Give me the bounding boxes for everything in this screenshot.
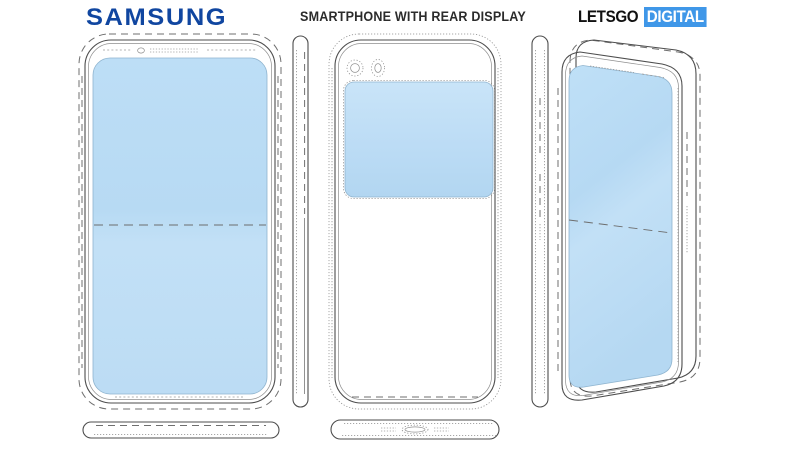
page-title: SMARTPHONE WITH REAR DISPLAY <box>300 9 526 24</box>
front-camera-icon <box>137 47 145 54</box>
left-edge-view <box>286 28 316 418</box>
perspective-front-body <box>561 51 683 401</box>
rear-display-dashed-edge <box>343 80 495 199</box>
rear-edge-outline <box>330 419 500 440</box>
watermark-letsgo-text: LETSGO <box>578 8 639 26</box>
front-body-inner-outline <box>88 43 272 400</box>
samsung-logo: SAMSUNG <box>86 4 228 31</box>
front-bottom-edge-view <box>70 414 295 446</box>
header: SAMSUNG SMARTPHONE WITH REAR DISPLAY LET… <box>0 0 800 36</box>
bottom-speaker-grille-right <box>434 427 449 432</box>
left-edge-outline <box>292 35 309 408</box>
perspective-claim-boundary <box>569 39 701 397</box>
front-display-panel <box>92 57 268 395</box>
rear-view <box>324 28 506 418</box>
bottom-speaker-grille-left <box>381 427 396 432</box>
front-top-sensor-row <box>103 47 256 54</box>
usb-c-port-icon <box>401 424 429 435</box>
perspective-fold-line <box>568 219 673 234</box>
usb-c-port-inner <box>404 426 426 433</box>
rear-camera-cluster <box>346 59 385 77</box>
perspective-view <box>550 28 730 420</box>
rear-display-panel <box>344 81 494 198</box>
letsgodigital-watermark: LETSGO DIGITAL <box>578 7 712 27</box>
rear-camera-lens-1-inner <box>350 63 360 73</box>
rear-camera-lens-2 <box>371 59 385 77</box>
rear-bottom-edge-view <box>324 414 506 446</box>
perspective-rear-body <box>575 39 697 393</box>
perspective-top-trim <box>641 73 665 78</box>
rear-body-inner-outline <box>338 43 492 400</box>
watermark-digital-text: DIGITAL <box>644 7 707 27</box>
right-edge-outline <box>531 35 549 408</box>
rear-body-outline <box>334 39 496 404</box>
right-edge-view <box>524 28 558 418</box>
rear-claim-boundary <box>328 33 502 410</box>
perspective-top-sensor-row <box>589 65 665 78</box>
rear-camera-lens-1 <box>346 59 364 77</box>
rear-camera-lens-2-inner <box>374 63 382 73</box>
front-edge-outline <box>82 421 280 439</box>
front-view <box>70 28 295 418</box>
perspective-front-body-inner <box>565 55 679 397</box>
front-body-outline <box>84 39 276 404</box>
